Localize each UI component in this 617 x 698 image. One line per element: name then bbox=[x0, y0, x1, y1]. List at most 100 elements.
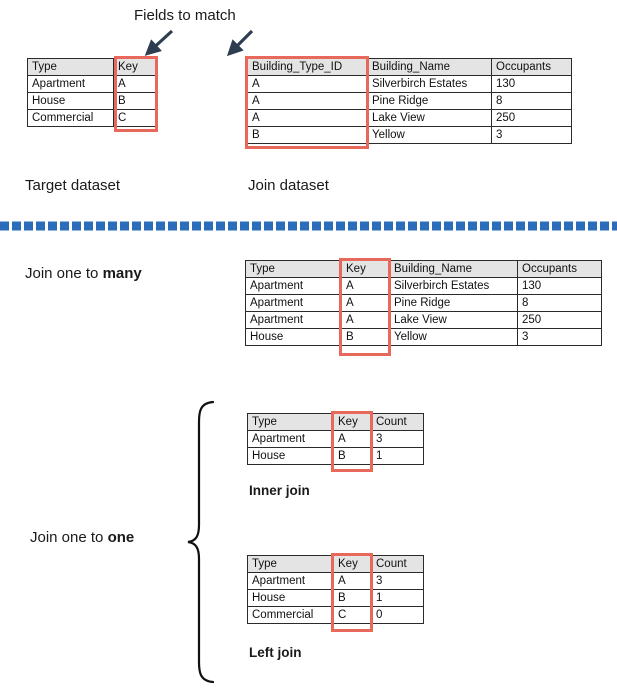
table-cell: Lake View bbox=[389, 311, 518, 329]
column-header: Building_Name bbox=[367, 58, 492, 76]
table-cell: 3 bbox=[371, 572, 424, 590]
column-header: Type bbox=[27, 58, 114, 76]
table-cell: B bbox=[333, 447, 372, 465]
table-cell: A bbox=[341, 294, 390, 312]
table-cell: Pine Ridge bbox=[389, 294, 518, 312]
column-header: Type bbox=[247, 555, 334, 573]
table-cell: House bbox=[27, 92, 114, 110]
table-cell: Yellow bbox=[367, 126, 492, 144]
curly-brace-icon bbox=[187, 400, 215, 684]
join-one-to-many-prefix: Join one to bbox=[25, 265, 103, 282]
table-cell: Apartment bbox=[245, 277, 342, 295]
table-cell: Commercial bbox=[247, 606, 334, 624]
table-cell: Pine Ridge bbox=[367, 92, 492, 110]
table-cell: Apartment bbox=[247, 430, 334, 448]
table-cell: C bbox=[113, 109, 156, 127]
inner-join-label: Inner join bbox=[249, 483, 310, 498]
table-cell: 8 bbox=[491, 92, 572, 110]
column-header: Count bbox=[371, 555, 424, 573]
table-cell: A bbox=[333, 430, 372, 448]
table-cell: Apartment bbox=[245, 294, 342, 312]
table-cell: A bbox=[247, 75, 368, 93]
column-header: Count bbox=[371, 413, 424, 431]
table-cell: 8 bbox=[517, 294, 602, 312]
table-cell: 3 bbox=[517, 328, 602, 346]
table-cell: A bbox=[341, 311, 390, 329]
table-cell: Apartment bbox=[247, 572, 334, 590]
table-cell: House bbox=[247, 447, 334, 465]
column-header: Occupants bbox=[517, 260, 602, 278]
join-one-to-many-label: Join one to many bbox=[25, 266, 142, 281]
table-cell: 250 bbox=[491, 109, 572, 127]
table-cell: 130 bbox=[517, 277, 602, 295]
table-cell: Silverbirch Estates bbox=[389, 277, 518, 295]
table-cell: Apartment bbox=[245, 311, 342, 329]
table-cell: 1 bbox=[371, 589, 424, 607]
table-cell: A bbox=[247, 92, 368, 110]
arrow-down-left-icon-target bbox=[144, 29, 174, 56]
column-header: Type bbox=[245, 260, 342, 278]
table-cell: 250 bbox=[517, 311, 602, 329]
left-join-label: Left join bbox=[249, 645, 302, 660]
table-cell: A bbox=[247, 109, 368, 127]
table-cell: B bbox=[247, 126, 368, 144]
table-cell: 0 bbox=[371, 606, 424, 624]
table-cell: A bbox=[113, 75, 156, 93]
table-cell: Lake View bbox=[367, 109, 492, 127]
column-header: Type bbox=[247, 413, 334, 431]
column-header: Key bbox=[113, 58, 156, 76]
join-one-to-one-emphasis: one bbox=[107, 529, 135, 546]
column-header: Key bbox=[341, 260, 390, 278]
column-header: Building_Name bbox=[389, 260, 518, 278]
target-dataset-label: Target dataset bbox=[25, 177, 121, 194]
table-cell: Apartment bbox=[27, 75, 114, 93]
join-one-to-many-emphasis: many bbox=[102, 265, 142, 282]
table-cell: Commercial bbox=[27, 109, 114, 127]
column-header: Key bbox=[333, 555, 372, 573]
table-cell: 130 bbox=[491, 75, 572, 93]
column-header: Building_Type_ID bbox=[247, 58, 368, 76]
table-cell: B bbox=[113, 92, 156, 110]
table-cell: 1 bbox=[371, 447, 424, 465]
table-cell: A bbox=[341, 277, 390, 295]
column-header: Key bbox=[333, 413, 372, 431]
table-cell: B bbox=[333, 589, 372, 607]
arrow-down-left-icon-join bbox=[226, 29, 254, 57]
table-cell: 3 bbox=[371, 430, 424, 448]
table-cell: House bbox=[245, 328, 342, 346]
table-cell: House bbox=[247, 589, 334, 607]
table-cell: B bbox=[341, 328, 390, 346]
join-one-to-one-label: Join one to one bbox=[30, 530, 134, 545]
column-header: Occupants bbox=[491, 58, 572, 76]
table-cell: A bbox=[333, 572, 372, 590]
table-cell: C bbox=[333, 606, 372, 624]
